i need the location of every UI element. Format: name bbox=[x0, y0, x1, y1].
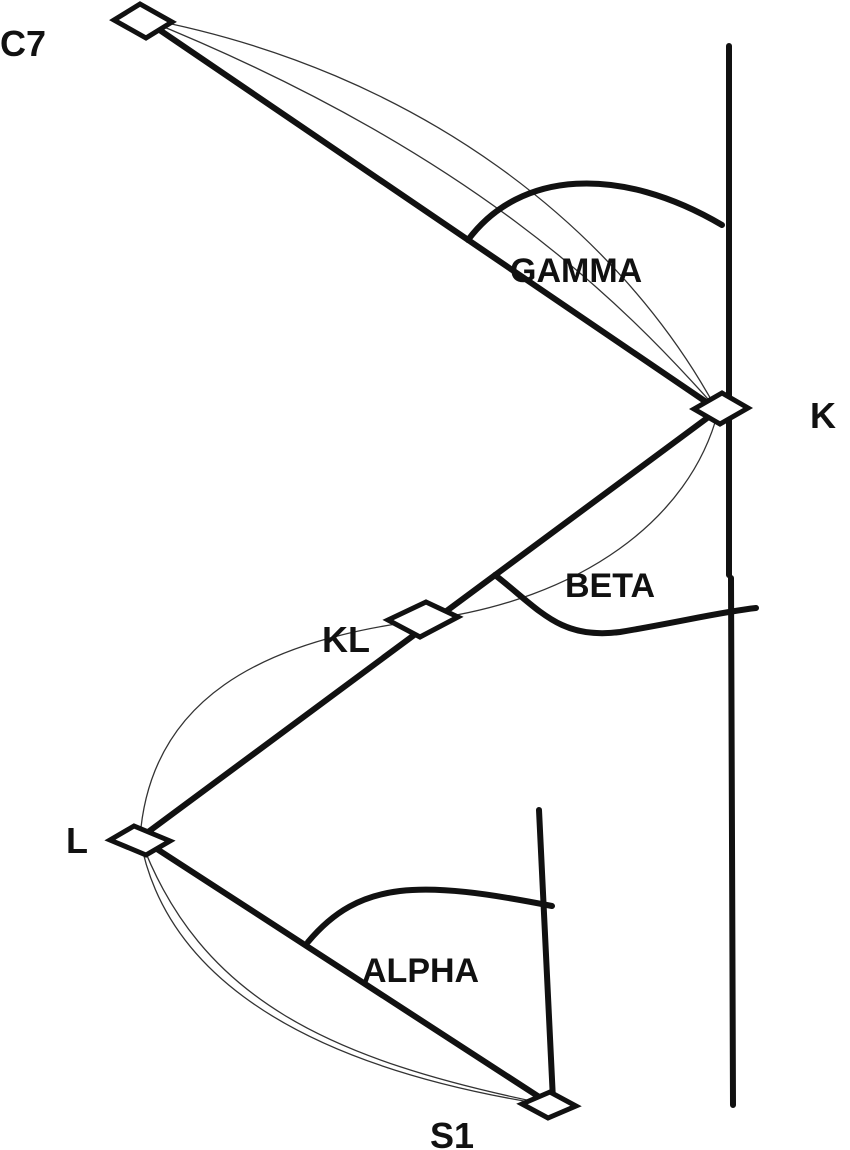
label-l: L bbox=[66, 820, 88, 861]
label-gamma: GAMMA bbox=[510, 252, 642, 290]
c7-marker bbox=[109, 1, 177, 41]
label-s1: S1 bbox=[430, 1115, 474, 1150]
spine-curve-secondary bbox=[139, 17, 717, 1105]
s1-reference-line bbox=[536, 807, 556, 1103]
segment-l-s1 bbox=[137, 835, 553, 1107]
label-kl: KL bbox=[322, 619, 370, 660]
kl-marker bbox=[382, 599, 464, 640]
label-alpha: ALPHA bbox=[362, 952, 479, 990]
s1-marker bbox=[516, 1089, 582, 1121]
alpha-arc bbox=[305, 886, 555, 945]
beta-arc bbox=[492, 572, 759, 637]
gamma-arc bbox=[465, 180, 725, 243]
l-marker bbox=[104, 823, 176, 858]
segment-c7-k bbox=[139, 15, 721, 413]
label-k: K bbox=[810, 395, 836, 436]
label-c7: C7 bbox=[0, 23, 46, 64]
vertical-reference-line-lower bbox=[728, 575, 736, 1108]
spine-curve bbox=[139, 17, 719, 1106]
k-marker bbox=[688, 390, 754, 427]
label-beta: BETA bbox=[565, 567, 655, 605]
